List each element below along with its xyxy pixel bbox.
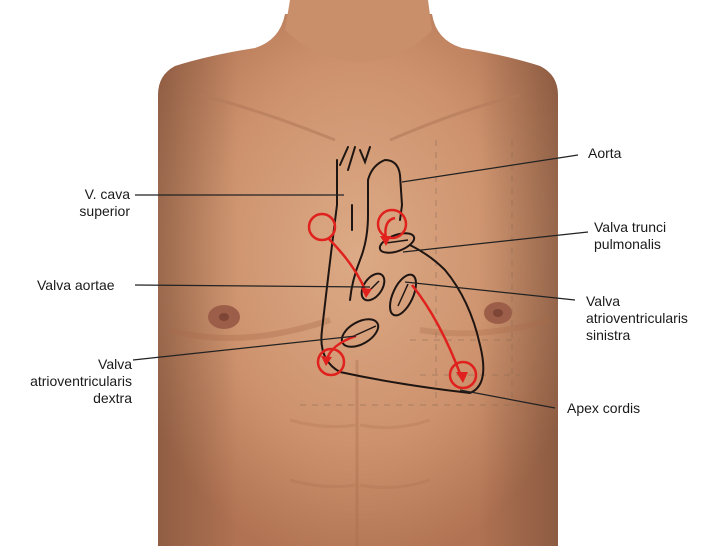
label-valva-trunci-pulmonalis: Valva trunci pulmonalis xyxy=(594,219,666,253)
label-av-dextra-line2: atrioventricularis xyxy=(0,373,132,390)
label-av-sinistra-line2: atrioventricularis xyxy=(586,310,688,327)
label-aorta: Aorta xyxy=(588,145,621,162)
label-apex-cordis: Apex cordis xyxy=(567,400,640,417)
label-av-sinistra-line3: sinistra xyxy=(586,327,688,344)
label-vena-cava-superior: V. cava superior xyxy=(60,186,130,220)
label-av-dextra-line1: Valva xyxy=(0,356,132,373)
label-valva-av-dextra: Valva atrioventricularis dextra xyxy=(0,356,132,407)
label-valva-trunci-line1: Valva trunci xyxy=(594,219,666,236)
label-av-dextra-line3: dextra xyxy=(0,390,132,407)
label-valva-aortae: Valva aortae xyxy=(37,277,115,294)
label-vena-cava-line1: V. cava xyxy=(60,186,130,203)
label-valva-av-sinistra: Valva atrioventricularis sinistra xyxy=(586,293,688,344)
label-vena-cava-line2: superior xyxy=(60,203,130,220)
label-av-sinistra-line1: Valva xyxy=(586,293,688,310)
label-valva-trunci-line2: pulmonalis xyxy=(594,236,666,253)
